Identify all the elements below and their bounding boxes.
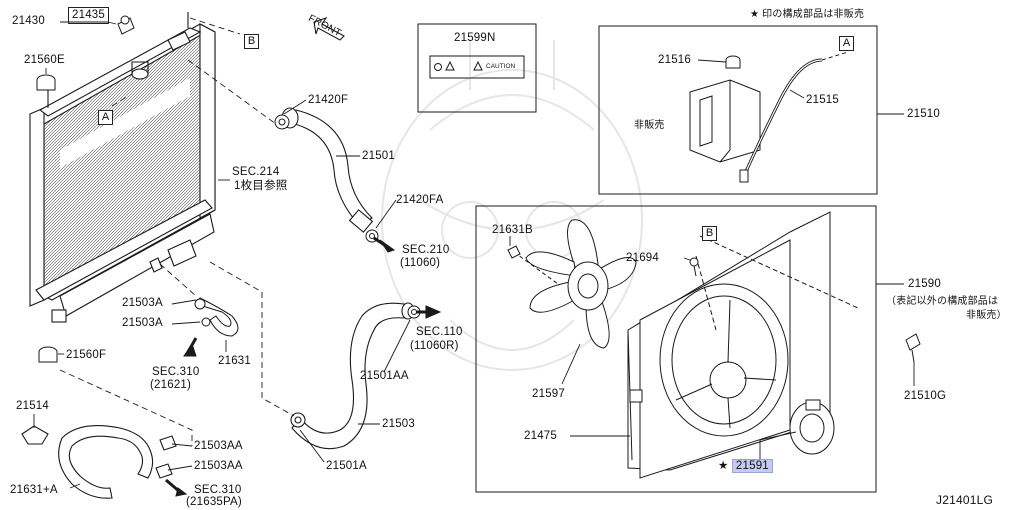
ref-sec110-code: (11060R) bbox=[410, 340, 459, 352]
not-sold-note: ★ 印の構成部品は非販売 bbox=[750, 9, 865, 20]
part-21510[interactable]: 21510 bbox=[907, 108, 940, 120]
part-21515[interactable]: 21515 bbox=[806, 94, 839, 106]
small-hose-21631 bbox=[194, 297, 239, 337]
part-21599n[interactable]: 21599N bbox=[454, 32, 496, 44]
ref-sec210-code: (11060) bbox=[400, 257, 441, 269]
part-21631[interactable]: 21631 bbox=[218, 355, 251, 367]
part-21430[interactable]: 21430 bbox=[12, 15, 45, 27]
ref-sec310-b[interactable]: SEC.310 bbox=[194, 484, 242, 496]
not-sold-tank: 非販売 bbox=[634, 120, 665, 131]
part-21510g[interactable]: 21510G bbox=[904, 390, 947, 402]
part-21475[interactable]: 21475 bbox=[524, 430, 557, 442]
caution-label-text: CAUTION bbox=[486, 63, 516, 70]
part-21631a[interactable]: 21631+A bbox=[10, 484, 58, 496]
part-21503a-2[interactable]: 21503A bbox=[122, 317, 163, 329]
part-21514[interactable]: 21514 bbox=[16, 400, 49, 412]
callout-b-fan: B bbox=[702, 226, 717, 241]
diagram-id: J21401LG bbox=[936, 493, 993, 507]
part-21503aa-2[interactable]: 21503AA bbox=[194, 460, 243, 472]
callout-a-radiator: A bbox=[98, 110, 113, 125]
ref-sec310-a[interactable]: SEC.310 bbox=[152, 366, 200, 378]
part-21560f[interactable]: 21560F bbox=[66, 349, 107, 361]
reservoir-box bbox=[598, 25, 878, 195]
dashed-lines bbox=[59, 17, 295, 446]
21560e-mount bbox=[36, 74, 56, 91]
leader-lines bbox=[33, 21, 915, 489]
caution-label-box bbox=[417, 23, 537, 113]
ref-sec210[interactable]: SEC.210 bbox=[402, 244, 450, 256]
part-21590-note2: 非販売） bbox=[966, 310, 1007, 321]
callout-a-reservoir: A bbox=[839, 36, 854, 51]
part-21560e[interactable]: 21560E bbox=[24, 54, 65, 66]
21560f-mount bbox=[38, 346, 58, 363]
part-21590[interactable]: 21590 bbox=[908, 278, 941, 290]
part-21420fa[interactable]: 21420FA bbox=[396, 194, 444, 206]
part-21503[interactable]: 21503 bbox=[382, 418, 415, 430]
ref-sec310-a-code: (21621) bbox=[150, 379, 192, 391]
clip-21420f bbox=[274, 114, 290, 130]
ref-sec214-note: 1枚目参照 bbox=[234, 180, 288, 192]
part-21694[interactable]: 21694 bbox=[626, 252, 659, 264]
hose-assy-21514 bbox=[21, 425, 177, 499]
part-21631b[interactable]: 21631B bbox=[492, 224, 533, 236]
part-21503aa-1[interactable]: 21503AA bbox=[194, 440, 243, 452]
front-arrow-icon bbox=[313, 16, 345, 41]
ref-sec214[interactable]: SEC.214 bbox=[232, 166, 280, 178]
part-21597[interactable]: 21597 bbox=[532, 388, 565, 400]
part-21591-highlight[interactable]: 21591 bbox=[731, 459, 773, 473]
callout-b-radiator: B bbox=[244, 34, 259, 49]
fan-box bbox=[475, 205, 921, 493]
part-21503a-1[interactable]: 21503A bbox=[122, 297, 163, 309]
ref-sec310-b-code: (21635PA) bbox=[186, 496, 242, 508]
upper-hose-21501 bbox=[281, 107, 374, 233]
part-21501[interactable]: 21501 bbox=[362, 150, 395, 162]
clip-21501aa bbox=[407, 305, 421, 319]
part-21501aa[interactable]: 21501AA bbox=[360, 370, 409, 382]
21435-bracket bbox=[117, 15, 135, 35]
radiator bbox=[29, 12, 216, 323]
part-21591[interactable]: ★ 21591 bbox=[718, 459, 773, 473]
part-21435[interactable]: 21435 bbox=[68, 7, 109, 24]
part-21516[interactable]: 21516 bbox=[658, 54, 691, 66]
fan-blade-21597 bbox=[525, 219, 637, 349]
ref-sec110[interactable]: SEC.110 bbox=[416, 326, 463, 338]
part-21501a[interactable]: 21501A bbox=[326, 460, 367, 472]
flow-arrows bbox=[165, 236, 442, 497]
part-21590-note1: （表記以外の構成部品は bbox=[886, 296, 999, 307]
watermark-emblem bbox=[381, 40, 643, 371]
part-21420f[interactable]: 21420F bbox=[308, 94, 349, 106]
